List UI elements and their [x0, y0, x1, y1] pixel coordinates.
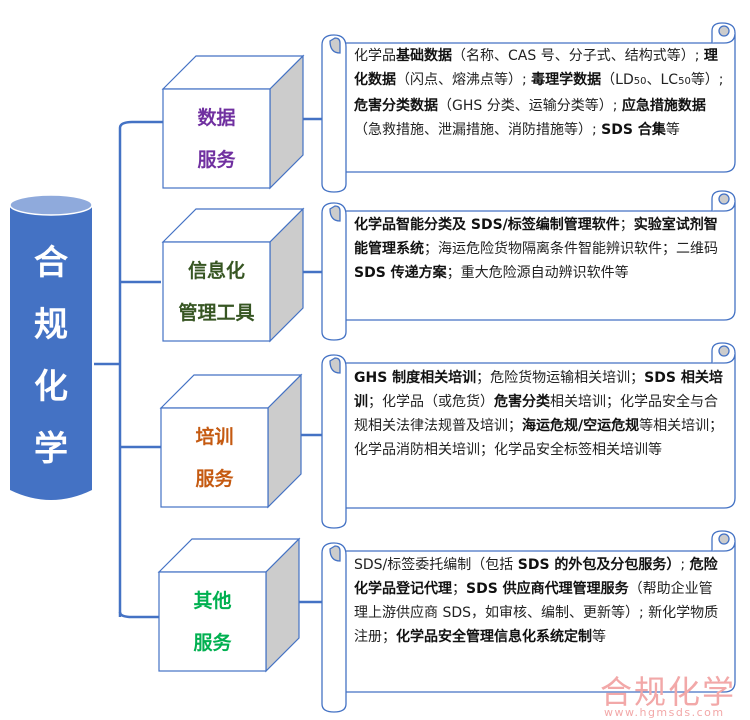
description-highlight: 应急措施数据	[621, 98, 706, 114]
description-text: （帮助企业管理上游供应商 SDS，如审核、编制、更新等）; 新化学物质注册；	[354, 581, 719, 645]
description-text: （GHS 分类、运输分类等）;	[438, 98, 622, 114]
description-scroll	[321, 22, 736, 193]
category-label: 数据服务	[163, 97, 270, 181]
description-highlight: 危险化学品登记代理	[354, 557, 718, 597]
category-cube	[159, 373, 303, 509]
description-scroll	[321, 530, 736, 713]
category-label-line: 其他	[193, 590, 232, 612]
category-label-line: 服务	[197, 149, 236, 171]
description-text: SDS/标签委托编制（包括	[354, 557, 518, 573]
description-highlight: SDS 合集	[601, 122, 666, 138]
description-text: ；	[619, 217, 634, 233]
description-highlight: 实验室试剂智能管理系统	[354, 217, 718, 257]
category-label-line: 服务	[193, 632, 232, 654]
description-highlight: 危害分类数据	[354, 98, 438, 114]
description-text: ；化学品（或危货）	[368, 394, 494, 410]
branch-1	[118, 120, 163, 129]
category-label-line: 培训	[195, 426, 234, 448]
category-cube	[157, 537, 301, 673]
description-highlight: SDS 相关培训	[354, 370, 723, 410]
description-text: ；危险货物运输相关培训；	[476, 370, 645, 386]
category-description: GHS 制度相关培训；危险货物运输相关培训；SDS 相关培训；化学品（或危货）危…	[354, 366, 724, 462]
description-highlight: 理化数据	[354, 48, 718, 88]
description-text: （闪点、熔沸点等）;	[396, 72, 532, 88]
description-scroll	[321, 190, 736, 341]
category-label-line: 信息化	[187, 260, 245, 282]
description-text: ；	[452, 581, 466, 597]
category-label-line: 管理工具	[178, 302, 255, 324]
description-text: 等相关培训；化学品消防相关培训；化学品安全标签相关培训等	[354, 418, 724, 458]
description-text: 、LC	[646, 72, 679, 88]
description-text: ;	[680, 557, 690, 573]
watermark-url: www.hgmsds.com	[604, 706, 725, 719]
root-char: 学	[34, 429, 68, 469]
root-label: 合规化学	[10, 232, 92, 480]
description-highlight: 化学品智能分类及 SDS/标签编制管理软件	[354, 217, 620, 233]
description-highlight: 化学品安全管理信息化系统定制	[396, 629, 592, 645]
description-highlight: 毒理学数据	[531, 72, 602, 88]
description-text: 等）;	[690, 72, 724, 88]
category-description: 化学品智能分类及 SDS/标签编制管理软件；实验室试剂智能管理系统；海运危险货物…	[354, 213, 724, 285]
description-highlight: SDS 的外包及分包服务）	[517, 557, 681, 573]
description-highlight: GHS 制度相关培训	[354, 370, 477, 386]
root-cylinder	[9, 194, 93, 500]
description-text: 等	[592, 629, 606, 645]
description-highlight: SDS 供应商代理管理服务	[466, 581, 629, 597]
description-scroll	[321, 342, 736, 529]
category-label-line: 数据	[197, 107, 236, 129]
description-highlight: 海运危规/空运危规	[522, 418, 640, 434]
category-label-line: 服务	[195, 468, 234, 490]
category-cube	[161, 54, 305, 190]
description-text: （LD	[601, 72, 634, 88]
category-label: 培训服务	[161, 416, 268, 500]
description-highlight: SDS 传递方案	[354, 265, 447, 281]
description-text: 化学品	[354, 48, 396, 64]
category-description: SDS/标签委托编制（包括 SDS 的外包及分包服务）; 危险化学品登记代理；S…	[354, 553, 724, 649]
description-text: 50	[633, 76, 647, 87]
category-label: 其他服务	[159, 580, 266, 664]
watermark-logo: 合规化学	[600, 673, 737, 711]
category-label: 信息化管理工具	[163, 250, 270, 334]
category-cube	[161, 207, 305, 343]
root-char: 规	[34, 305, 68, 345]
root-char: 化	[34, 367, 68, 407]
description-highlight: 危害分类	[494, 394, 550, 410]
branch-4	[118, 611, 159, 619]
description-text: 相关培训；化学品安全与合规相关法律法规普及培训；	[354, 394, 718, 434]
description-highlight: 基础数据	[396, 48, 452, 64]
description-text: 等	[665, 122, 680, 138]
description-text: （名称、CAS 号、分子式、结构式等）;	[452, 48, 704, 64]
description-text: （急救措施、泄漏措施、消防措施等）;	[354, 122, 602, 138]
description-text: ；海运危险货物隔离条件智能辨识软件；二维码	[424, 241, 718, 257]
root-char: 合	[34, 243, 68, 283]
description-text: ；重大危险源自动辨识软件等	[446, 265, 629, 281]
category-description: 化学品基础数据（名称、CAS 号、分子式、结构式等）; 理化数据（闪点、熔沸点等…	[354, 44, 724, 142]
description-text: 50	[678, 76, 691, 87]
